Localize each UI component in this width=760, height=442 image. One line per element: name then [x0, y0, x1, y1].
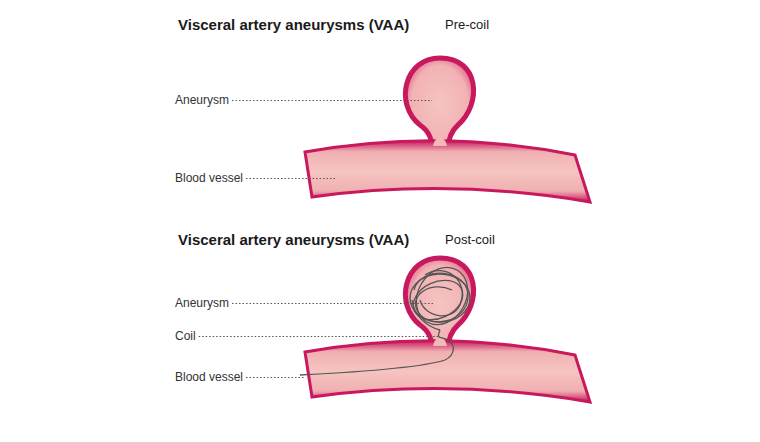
blood-vessel-pre	[305, 58, 590, 202]
part-label: Aneurysm	[175, 296, 229, 310]
leader-line	[232, 303, 434, 304]
leader-line	[246, 178, 335, 179]
part-label: Aneurysm	[175, 93, 229, 107]
leader-line	[246, 377, 305, 378]
blood-vessel-post	[305, 258, 590, 402]
part-label: Blood vessel	[175, 171, 243, 185]
part-label: Coil	[175, 329, 196, 343]
subheading: Post-coil	[445, 232, 495, 248]
subheading: Pre-coil	[445, 17, 489, 33]
coil	[300, 258, 478, 375]
heading: Visceral artery aneurysms (VAA)	[178, 16, 409, 34]
leader-line	[232, 100, 432, 101]
part-label: Blood vessel	[175, 370, 243, 384]
heading: Visceral artery aneurysms (VAA)	[178, 231, 409, 249]
leader-line	[199, 336, 440, 337]
